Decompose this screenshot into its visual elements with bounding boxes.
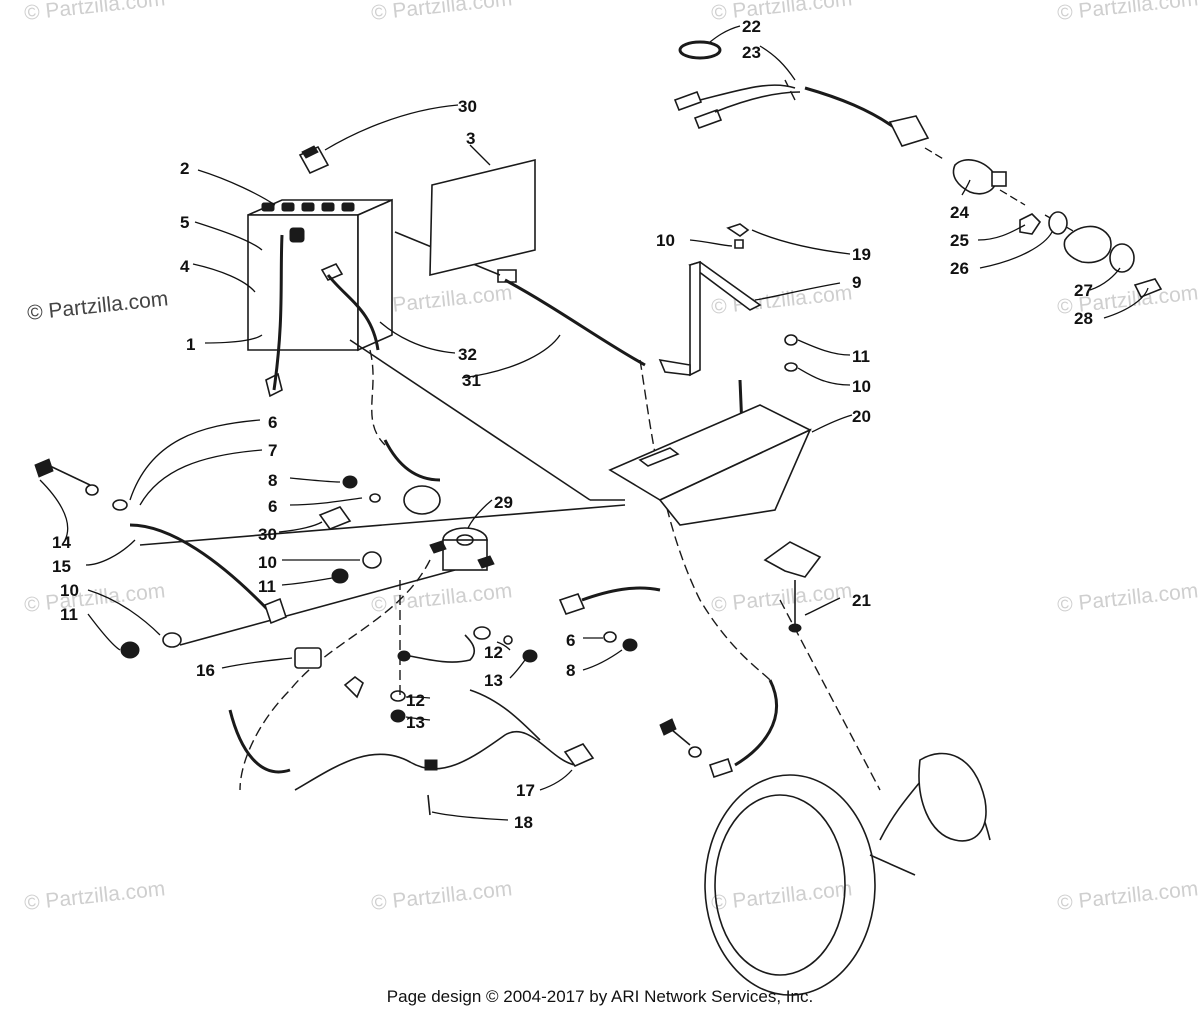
- battery-cap: [298, 145, 330, 175]
- callout-31: 31: [462, 371, 481, 390]
- callout-9: 9: [852, 273, 861, 292]
- watermark: © Partzilla.com: [370, 0, 513, 25]
- callout-19: 19: [852, 245, 871, 264]
- callout-8: 8: [566, 661, 575, 680]
- callout-12: 12: [406, 691, 425, 710]
- callout-27: 27: [1074, 281, 1093, 300]
- callout-14: 14: [52, 533, 71, 552]
- callout-6: 6: [268, 413, 277, 432]
- callout-6: 6: [566, 631, 575, 650]
- leader-lines: [39, 25, 1149, 821]
- callout-24: 24: [950, 203, 969, 222]
- callout-15: 15: [52, 557, 71, 576]
- callout-28: 28: [1074, 309, 1093, 328]
- callout-13: 13: [484, 671, 503, 690]
- callout-25: 25: [950, 231, 969, 250]
- callout-30: 30: [458, 97, 477, 116]
- watermark: © Partzilla.com: [1056, 0, 1199, 25]
- bolt-and-rod: [34, 458, 287, 625]
- main-wiring-bar: [139, 339, 626, 646]
- callout-4: 4: [180, 257, 190, 276]
- callout-13: 13: [406, 713, 425, 732]
- callout-10: 10: [656, 231, 675, 250]
- watermark: © Partzilla.com: [1056, 579, 1199, 617]
- watermark: © Partzilla.com: [23, 877, 166, 915]
- callout-3: 3: [466, 129, 475, 148]
- callout-11: 11: [60, 605, 78, 624]
- callout-10: 10: [60, 581, 79, 600]
- callout-11: 11: [852, 347, 870, 366]
- callout-6: 6: [268, 497, 277, 516]
- nuts-and-washers: [120, 475, 382, 659]
- watermark: © Partzilla.com: [370, 877, 513, 915]
- engine-ground-cable: [659, 679, 778, 779]
- callout-21: 21: [852, 591, 871, 610]
- spacer-16: [294, 647, 364, 699]
- ground-cable: [383, 439, 441, 515]
- callout-1: 1: [186, 335, 195, 354]
- callout-20: 20: [852, 407, 871, 426]
- callout-26: 26: [950, 259, 969, 278]
- ignition-wire: [228, 689, 595, 816]
- callout-32: 32: [458, 345, 477, 364]
- watermark: © Partzilla.com: [26, 287, 169, 325]
- callout-5: 5: [180, 213, 189, 232]
- callout-12: 12: [484, 643, 503, 662]
- callout-30: 30: [258, 525, 277, 544]
- watermark: © Partzilla.com: [23, 0, 166, 25]
- flywheel-housing: [704, 752, 991, 996]
- callout-16: 16: [196, 661, 215, 680]
- footer-credit: Page design © 2004-2017 by ARI Network S…: [387, 987, 813, 1006]
- callout-numbers: 3032541323122232425262728101991110206786…: [52, 17, 1093, 832]
- wire-harness: [673, 40, 930, 147]
- callout-8: 8: [268, 471, 277, 490]
- callout-10: 10: [852, 377, 871, 396]
- watermark: © Partzilla.com: [710, 0, 853, 25]
- shield-plate: [429, 158, 536, 277]
- battery: [247, 198, 393, 398]
- watermark: © Partzilla.com: [710, 579, 853, 617]
- routing-lines: [239, 79, 1076, 791]
- callout-29: 29: [494, 493, 513, 512]
- callout-17: 17: [516, 781, 535, 800]
- callout-11: 11: [258, 577, 276, 596]
- callout-2: 2: [180, 159, 189, 178]
- switch-assembly: [952, 159, 1163, 299]
- watermarks: © Partzilla.com © Partzilla.com © Partzill…: [23, 0, 1199, 915]
- callout-7: 7: [268, 441, 277, 460]
- holder-21: [763, 541, 822, 633]
- callout-10: 10: [258, 553, 277, 572]
- solenoid: [429, 527, 495, 571]
- mounting-bracket: [658, 223, 762, 377]
- callout-23: 23: [742, 43, 761, 62]
- watermark: © Partzilla.com: [710, 877, 853, 915]
- watermark: © Partzilla.com: [1056, 877, 1199, 915]
- battery-tray: [608, 334, 812, 526]
- battery-cable-32: [320, 262, 380, 351]
- watermark: © Partzilla.com: [23, 579, 166, 617]
- small-hardware: [390, 626, 538, 723]
- callout-18: 18: [514, 813, 533, 832]
- watermark: © Partzilla.com: [370, 579, 513, 617]
- callout-22: 22: [742, 17, 761, 36]
- starter-cable: [558, 586, 661, 652]
